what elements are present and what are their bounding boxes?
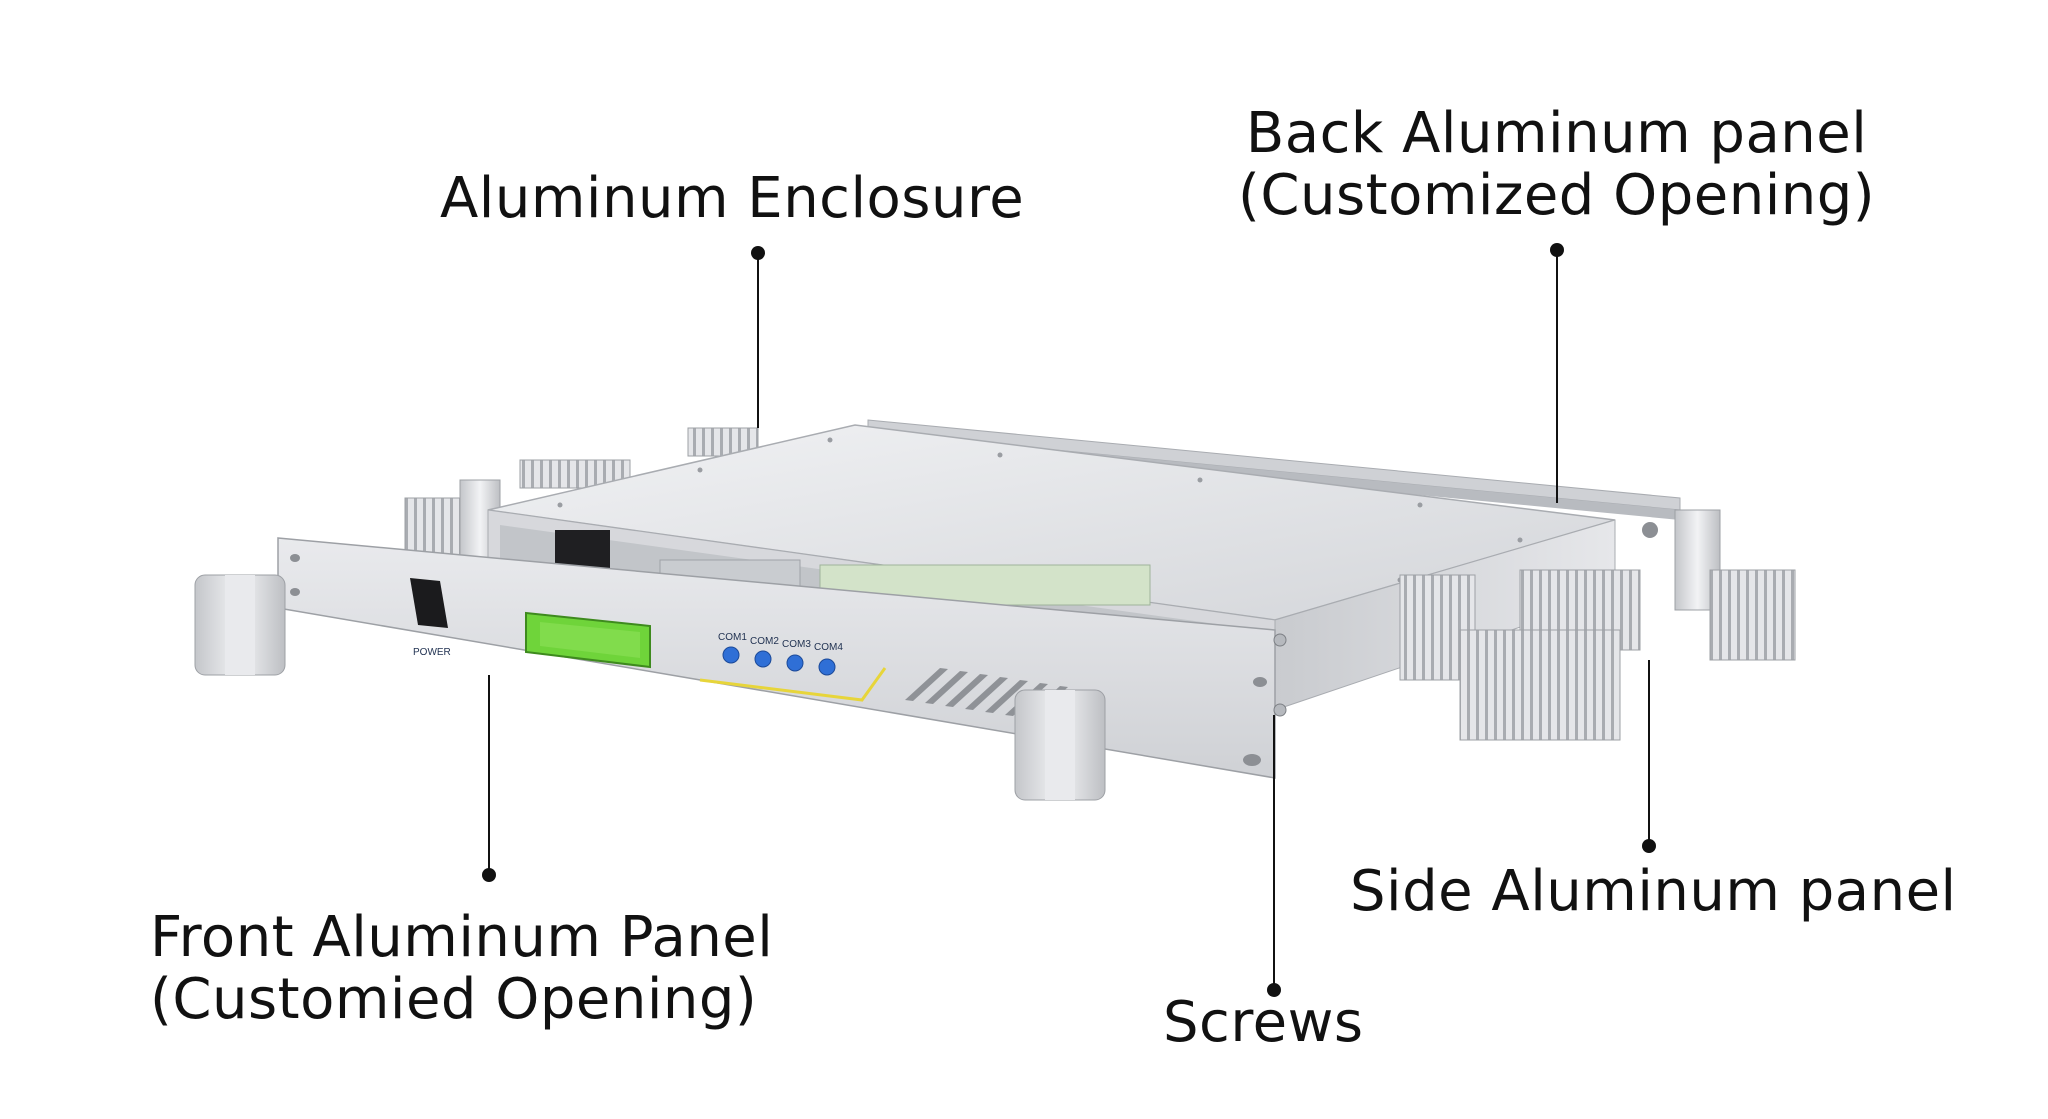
screws (1273, 633, 1287, 717)
back-panel-line1: Back Aluminum panel (1245, 101, 1868, 166)
front-panel-leader-dot (482, 868, 496, 882)
side-panel-leader-dot (1642, 839, 1656, 853)
screws-label: Screws (1163, 992, 1364, 1054)
aluminum-enclosure-text: Aluminum Enclosure (440, 166, 1025, 231)
leader-dots (482, 243, 1656, 997)
power-label: POWER (413, 647, 451, 658)
side-panel-text: Side Aluminum panel (1350, 859, 1957, 924)
com4-label: COM4 (814, 642, 843, 653)
enclosure-leader-dot (751, 246, 765, 260)
back-panel-label: Back Aluminum panel (Customized Opening) (1238, 103, 1875, 227)
com3-label: COM3 (782, 639, 811, 650)
com2-button (754, 650, 772, 668)
com2-label: COM2 (750, 636, 779, 647)
com1-label: COM1 (718, 632, 747, 643)
side-aluminum-panel (1399, 509, 1796, 741)
side-panel-label: Side Aluminum panel (1350, 861, 1957, 923)
com1-button (722, 646, 740, 664)
front-panel-line1: Front Aluminum Panel (150, 905, 774, 970)
front-left-handle (194, 574, 286, 676)
screws-leader-dot (1267, 983, 1281, 997)
front-panel-line2: (Customied Opening) (150, 967, 758, 1032)
aluminum-enclosure-label: Aluminum Enclosure (440, 168, 1024, 230)
com3-button (786, 654, 804, 672)
back-panel-line2: (Customized Opening) (1238, 163, 1876, 228)
front-panel-label: Front Aluminum Panel (Customied Opening) (150, 907, 773, 1031)
screws-text: Screws (1163, 990, 1364, 1055)
front-right-handle (1014, 689, 1106, 801)
com-ports: COM1 COM2 COM3 COM4 (718, 632, 843, 676)
com4-button (818, 658, 836, 676)
power-switch (410, 578, 448, 628)
back-panel-leader-dot (1550, 243, 1564, 257)
leader-lines (488, 250, 1650, 990)
